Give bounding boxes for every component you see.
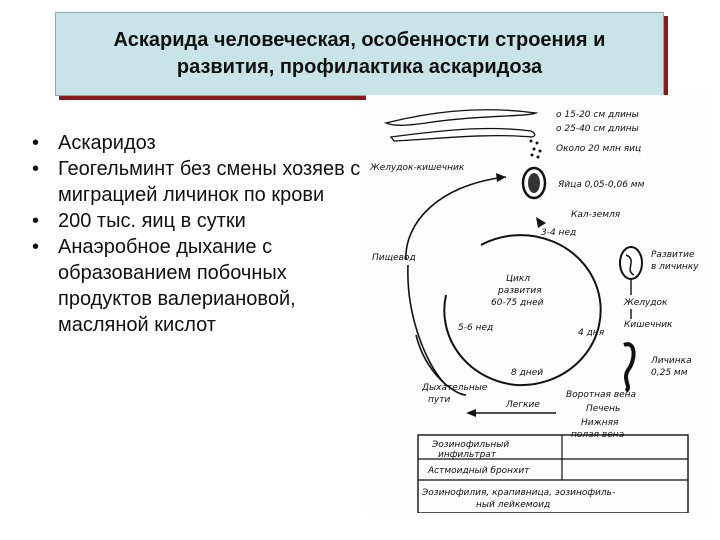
worm-male: [389, 127, 536, 142]
label-eggs: Яйца 0,05-0,06 мм: [557, 180, 645, 190]
slide-title: Аскарида человеческая, особенности строе…: [113, 29, 606, 78]
label-intestine: Кишечник: [624, 320, 673, 330]
label-feces: Кал-земля: [571, 210, 621, 220]
row-bronchitis: Астмоидный бронхит: [427, 466, 530, 476]
label-weeks34: 3-4 нед: [541, 228, 576, 238]
label-portal-vein: Воротная вена: [566, 390, 636, 400]
label-stomach-intestine: Желудок-кишечник: [369, 163, 465, 173]
bullet-item: Геогельминт без смены хозяев с миграцией…: [32, 156, 362, 208]
label-days8: 8 дней: [511, 368, 543, 378]
bullet-item: 200 тыс. яиц в сутки: [32, 208, 362, 234]
label-weeks4: 4 дня: [578, 328, 605, 338]
label-food: Пищевод: [372, 253, 416, 263]
label-lungs: Легкие: [505, 400, 540, 410]
legend-female: о 15-20 см длины: [556, 110, 639, 120]
larva-icon: [623, 342, 636, 393]
label-liver: Печень: [586, 404, 620, 414]
worm-female: [383, 109, 539, 126]
bullet-item: Анаэробное дыхание с образованием побочн…: [32, 234, 362, 338]
label-weeks56: 5-6 нед: [458, 323, 493, 333]
row-eosinophilia: Эозинофилия, крапивница, эозинофиль-ный …: [421, 488, 615, 510]
legend-male: о 25-40 см длины: [556, 124, 639, 134]
lifecycle-diagram: о 15-20 см длины о 25-40 см длины Около …: [366, 95, 712, 514]
label-stomach: Желудок: [623, 298, 668, 308]
bullet-item: Аскаридоз: [32, 130, 362, 156]
title-box: Аскарида человеческая, особенности строе…: [55, 12, 664, 96]
cycle-circle: [480, 234, 602, 387]
egg-dots: [529, 139, 542, 159]
bullet-list: Аскаридоз Геогельминт без смены хозяев с…: [32, 130, 362, 338]
legend-eggs: Около 20 млн яиц: [556, 144, 641, 154]
